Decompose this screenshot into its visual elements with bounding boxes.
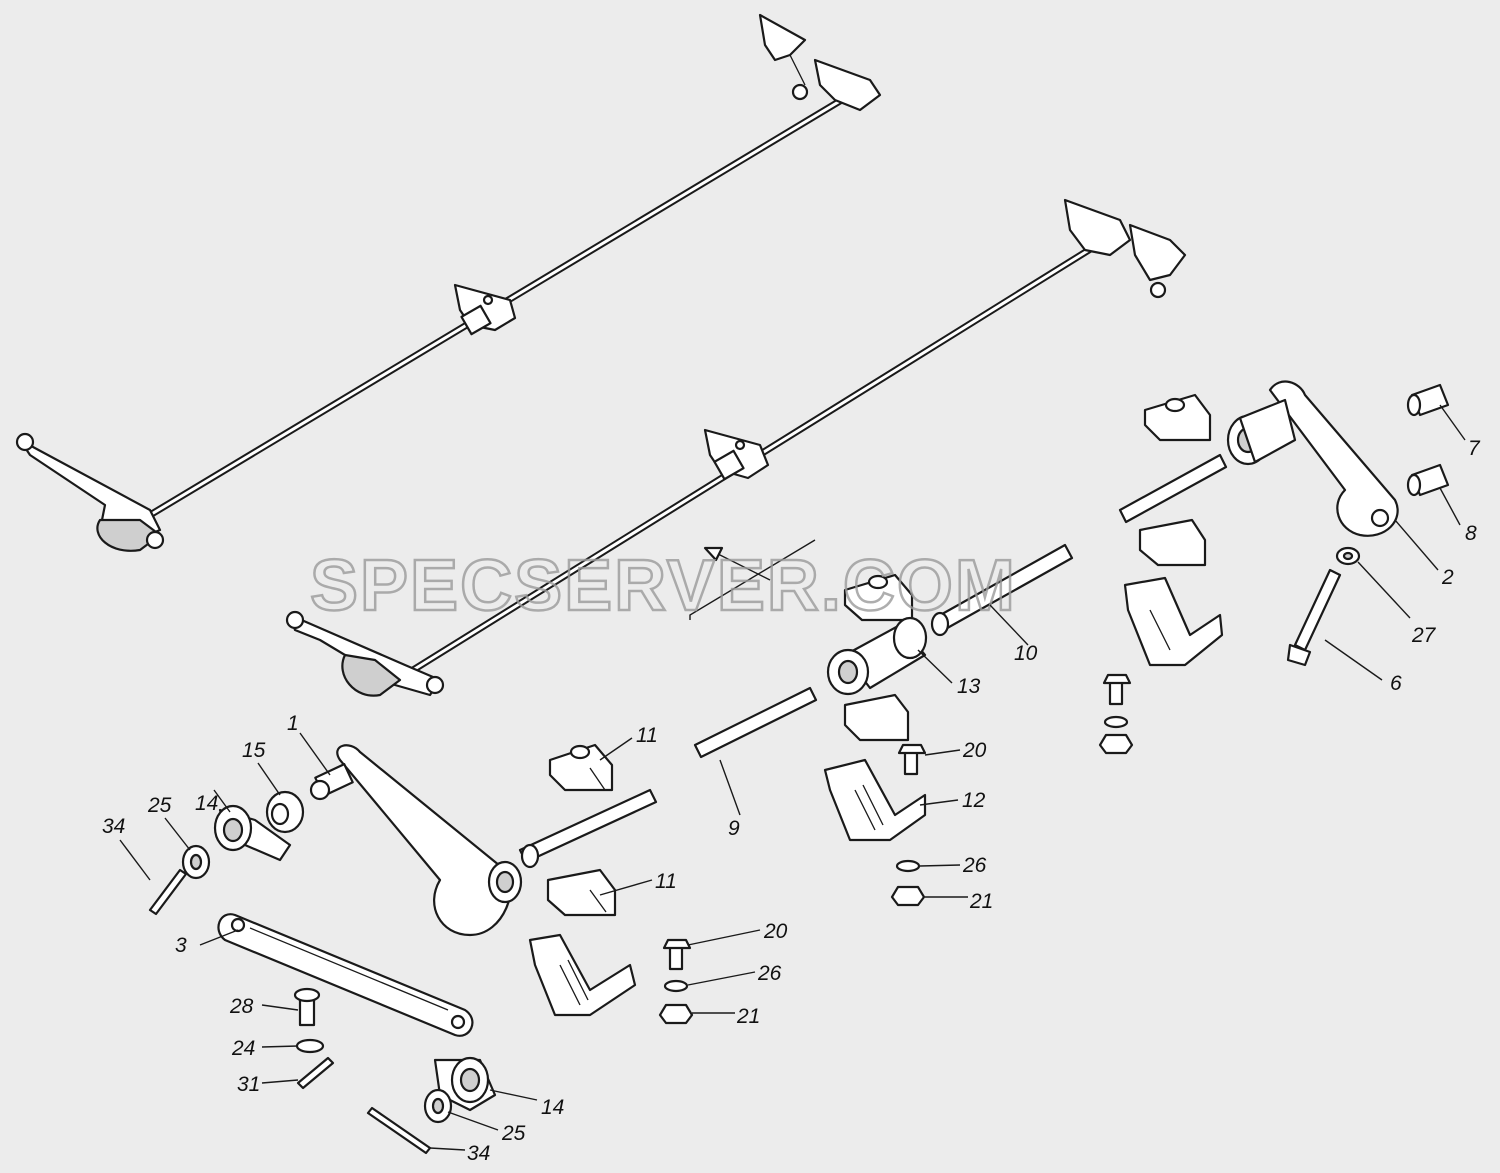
callout-27: 27 [1411, 624, 1437, 647]
drive-assembly [148, 686, 818, 1155]
callout-2: 2 [1441, 566, 1454, 589]
middle-assembly [823, 543, 1074, 907]
callout-12: 12 [962, 789, 986, 812]
callout-20-right: 20 [962, 739, 987, 762]
callout-25-lower: 25 [501, 1122, 526, 1145]
callout-24: 24 [231, 1037, 255, 1060]
leader-lines [119, 404, 1466, 1151]
callout-34-lower: 34 [467, 1142, 490, 1165]
direction-arrow [689, 539, 816, 620]
right-assembly [1098, 380, 1450, 755]
callout-14-right: 14 [541, 1096, 564, 1119]
lower-rod-assembly [285, 198, 1187, 697]
callout-20-left: 20 [763, 920, 788, 943]
callout-3: 3 [175, 934, 187, 957]
callout-26-left: 26 [757, 962, 782, 985]
callout-26-right: 26 [962, 854, 987, 877]
callout-21-right: 21 [969, 890, 993, 913]
callout-14-left: 14 [195, 792, 218, 815]
callout-8: 8 [1465, 522, 1477, 545]
callout-25-upper: 25 [147, 794, 172, 817]
callout-31: 31 [237, 1073, 260, 1096]
callout-6: 6 [1390, 672, 1402, 695]
callout-labels: 1 2 3 6 7 8 9 10 11 11 12 13 14 14 15 20… [102, 437, 1481, 1165]
upper-rod-assembly [15, 13, 882, 552]
callout-21-left: 21 [736, 1005, 760, 1028]
callout-28: 28 [229, 995, 254, 1018]
callout-1: 1 [287, 712, 299, 735]
watermark: SPECSERVER.COM [310, 546, 1017, 626]
callout-11-lower: 11 [655, 870, 677, 893]
callout-11-upper: 11 [636, 724, 658, 747]
callout-15: 15 [242, 739, 266, 762]
callout-9: 9 [728, 817, 740, 840]
callout-13: 13 [957, 675, 981, 698]
callout-7: 7 [1468, 437, 1481, 460]
callout-10: 10 [1014, 642, 1038, 665]
callout-34-upper: 34 [102, 815, 125, 838]
